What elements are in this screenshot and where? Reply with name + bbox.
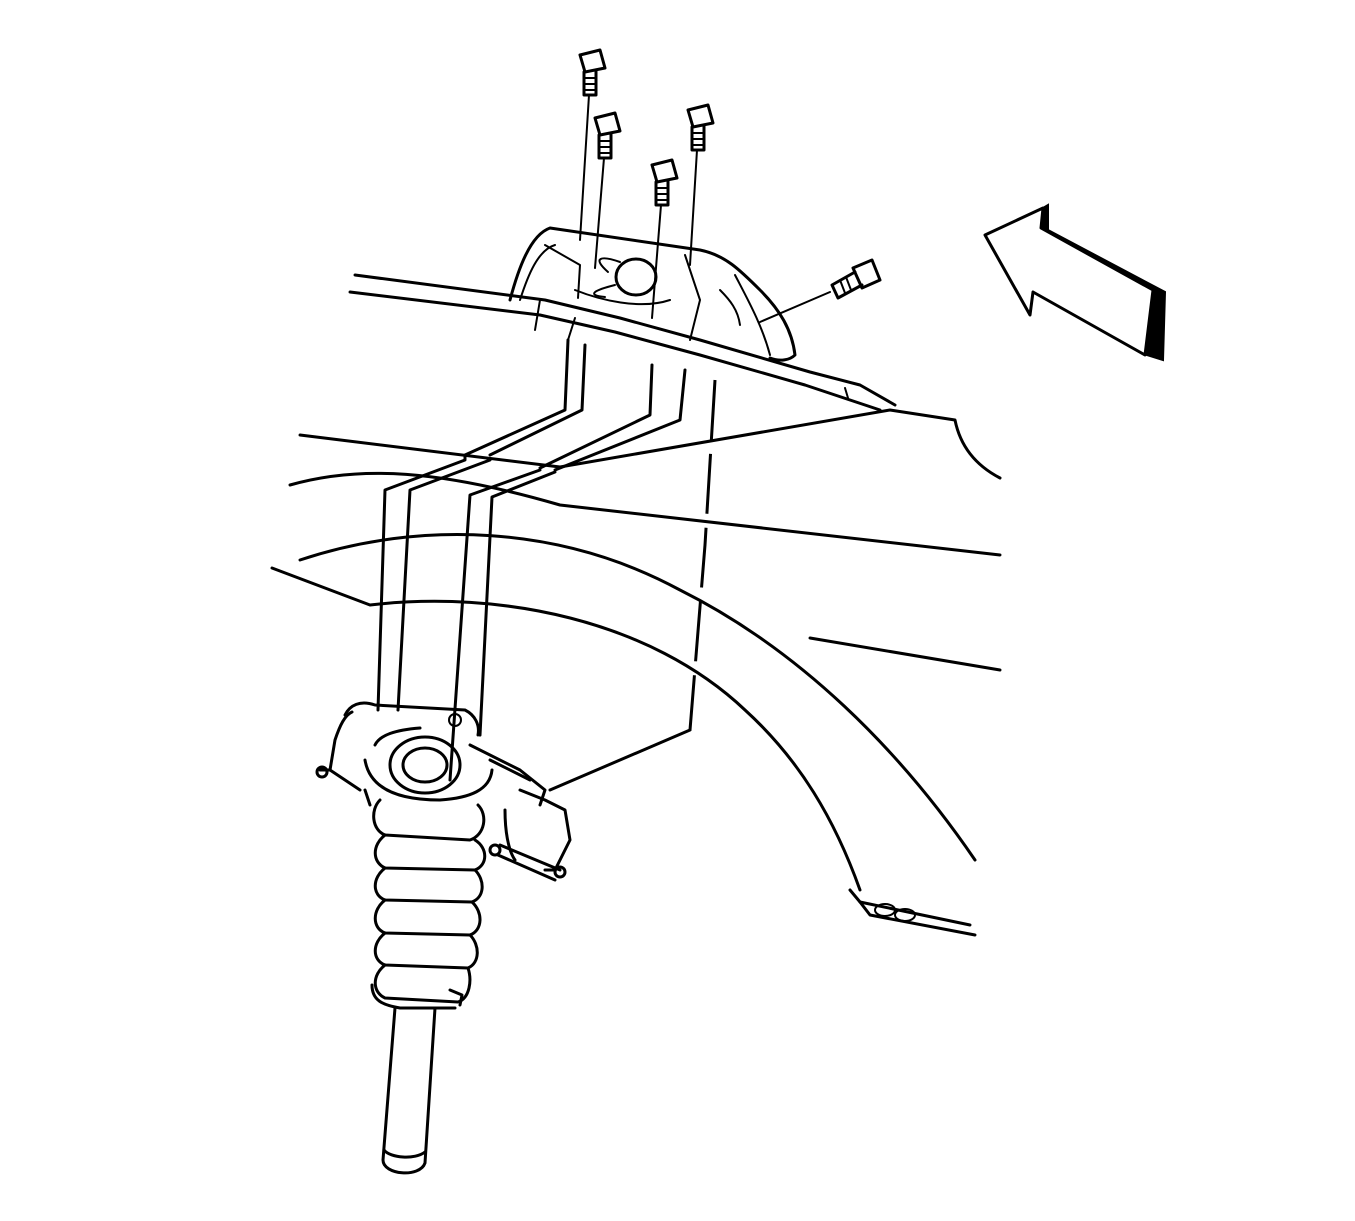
bolt-centerlines: [579, 94, 698, 319]
bolt-icon: [650, 158, 679, 207]
strut-bracket-bolt-icon: [759, 258, 882, 323]
coil-spring: [370, 798, 487, 1010]
bolt-icon: [593, 111, 622, 160]
upper-body-rails: [348, 273, 897, 412]
bolt-icon: [578, 48, 607, 97]
strut-shock-body: [381, 1006, 437, 1175]
strut-mount-bolts: [578, 48, 715, 207]
alignment-lines: [376, 338, 717, 792]
direction-arrow-icon: [983, 203, 1167, 362]
strut-top-mount: [315, 701, 572, 882]
bolt-icon: [686, 103, 715, 152]
fender-panel: [270, 408, 1002, 937]
strut-tower: [508, 226, 797, 362]
